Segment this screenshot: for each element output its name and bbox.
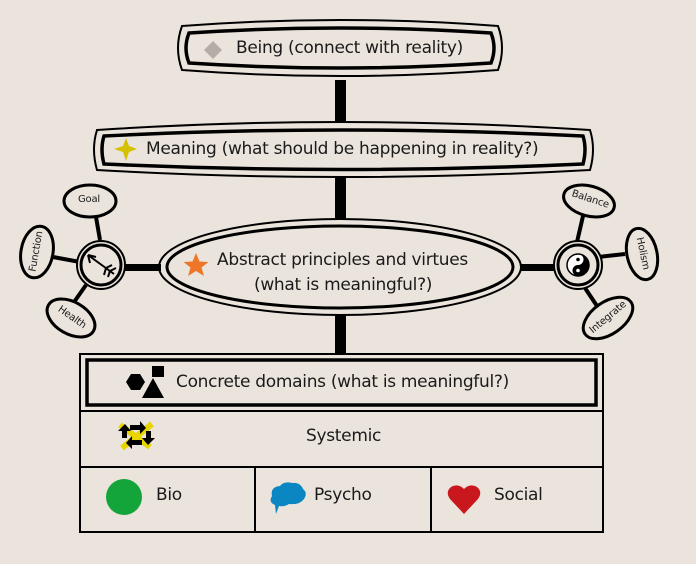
meaning-label: Meaning (what should be happening in rea… [146, 139, 539, 159]
speech-cloud-icon [270, 482, 306, 514]
circle-icon [106, 479, 142, 515]
domain-psycho-label: Psycho [314, 485, 372, 505]
abstract-label-line2: (what is meaningful?) [254, 275, 433, 295]
concrete-label: Concrete domains (what is meaningful?) [176, 372, 509, 392]
concrete-inner-box[interactable] [85, 358, 598, 407]
abstract-label-line1: Abstract principles and virtues [217, 250, 468, 270]
being-node[interactable] [177, 19, 503, 77]
right-satellite-integrate[interactable] [576, 289, 640, 347]
right-satellite-holism[interactable] [622, 225, 662, 282]
diamond-icon [204, 41, 222, 59]
connector-being-meaning [335, 80, 346, 122]
heart-icon [447, 485, 481, 514]
systemic-arrows-icon [118, 421, 155, 451]
shapes-icon [126, 366, 164, 398]
compass-arrow-icon [87, 254, 117, 278]
concrete-outer-box [79, 353, 604, 533]
systemic-label: Systemic [306, 426, 382, 446]
right-satellite-balance[interactable] [560, 180, 618, 222]
left-satellite-goal[interactable] [62, 183, 118, 219]
abstract-node[interactable] [158, 218, 522, 316]
four-point-star-icon [114, 138, 137, 161]
left-satellite-health[interactable] [40, 291, 101, 345]
meaning-node[interactable] [93, 121, 594, 178]
being-label: Being (connect with reality) [236, 38, 463, 58]
connector-abstract-concrete [335, 314, 346, 354]
connector-meaning-abstract [335, 176, 346, 220]
satellite-goal-label: Goal [78, 194, 100, 205]
yin-yang-icon [566, 253, 590, 277]
domain-social-label: Social [494, 485, 543, 505]
domain-bio-label: Bio [156, 485, 182, 505]
left-satellite-function[interactable] [17, 224, 58, 281]
connector-right-hub [520, 264, 555, 271]
connector-left-hub [125, 264, 161, 271]
star-icon [183, 253, 209, 276]
